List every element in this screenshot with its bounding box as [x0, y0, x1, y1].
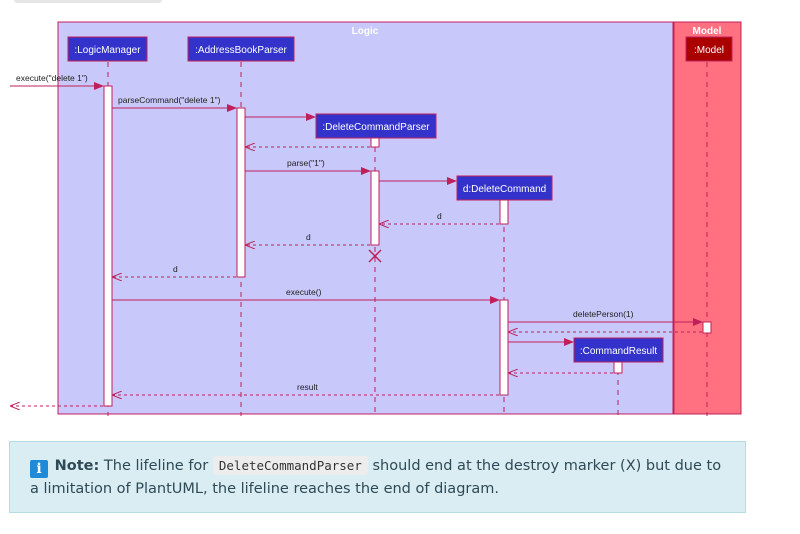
participant-logic-manager-label: :LogicManager — [74, 45, 141, 56]
participant-delete-command-label: d:DeleteCommand — [463, 184, 546, 195]
destroy-marker — [368, 249, 382, 263]
participant-address-book-parser-label: :AddressBookParser — [195, 45, 287, 56]
message-return-d-2-label: d — [306, 232, 311, 242]
message-delete-person-label: deletePerson(1) — [573, 309, 634, 319]
message-execute: execute() — [112, 287, 500, 304]
message-result-label: result — [297, 382, 318, 392]
logic-box-title: Logic — [352, 26, 379, 37]
participant-command-result-label: :CommandResult — [580, 346, 657, 357]
message-return-d-1-label: d — [437, 211, 442, 221]
top-strip — [14, 0, 162, 3]
note-text-before: The lifeline for — [99, 458, 213, 474]
logic-box — [57, 21, 674, 415]
message-execute-call: execute("delete 1") — [10, 73, 104, 90]
participant-model-label: :Model — [694, 45, 724, 56]
note-code: DeleteCommandParser — [212, 456, 368, 475]
participant-model: :Model — [685, 36, 733, 62]
message-execute-call-label: execute("delete 1") — [16, 73, 88, 83]
note-text-after: should end at the destroy marker (X) but… — [30, 458, 722, 497]
message-return-d-2: d — [246, 232, 370, 245]
message-result: result — [113, 382, 499, 395]
participant-delete-command: d:DeleteCommand — [456, 175, 553, 201]
participant-command-result: :CommandResult — [573, 337, 664, 363]
activation-model — [702, 321, 712, 334]
message-execute-label: execute() — [286, 287, 322, 297]
sequence-diagram: Logic Model :LogicManager :AddressBookPa… — [0, 21, 742, 416]
participant-delete-command-parser: :DeleteCommandParser — [315, 113, 437, 139]
participant-address-book-parser: :AddressBookParser — [187, 36, 295, 62]
participant-logic-manager: :LogicManager — [67, 36, 148, 62]
message-parse: parse("1") — [245, 158, 371, 175]
note-label: Note: — [54, 458, 100, 474]
info-icon: i — [30, 460, 48, 478]
message-return-d-3: d — [113, 264, 236, 277]
model-box — [673, 21, 742, 415]
activation-delete-command-parser-1 — [370, 137, 380, 148]
activation-logic-manager — [103, 85, 113, 407]
message-parse-command: parseCommand("delete 1") — [112, 95, 237, 112]
activation-command-result — [613, 361, 623, 374]
activation-address-book-parser — [236, 107, 246, 278]
message-parse-label: parse("1") — [287, 158, 325, 168]
message-return-d-1: d — [380, 211, 499, 224]
activation-delete-command-2 — [499, 299, 509, 396]
message-return-d-3-label: d — [173, 264, 178, 274]
participant-delete-command-parser-label: :DeleteCommandParser — [322, 122, 430, 133]
activation-delete-command-parser-2 — [370, 170, 380, 246]
activation-delete-command-1 — [499, 199, 509, 225]
message-parse-command-label: parseCommand("delete 1") — [118, 95, 221, 105]
note-callout: i Note: The lifeline for DeleteCommandPa… — [9, 441, 746, 513]
message-delete-person: deletePerson(1) — [508, 309, 703, 326]
model-box-title: Model — [693, 26, 722, 37]
